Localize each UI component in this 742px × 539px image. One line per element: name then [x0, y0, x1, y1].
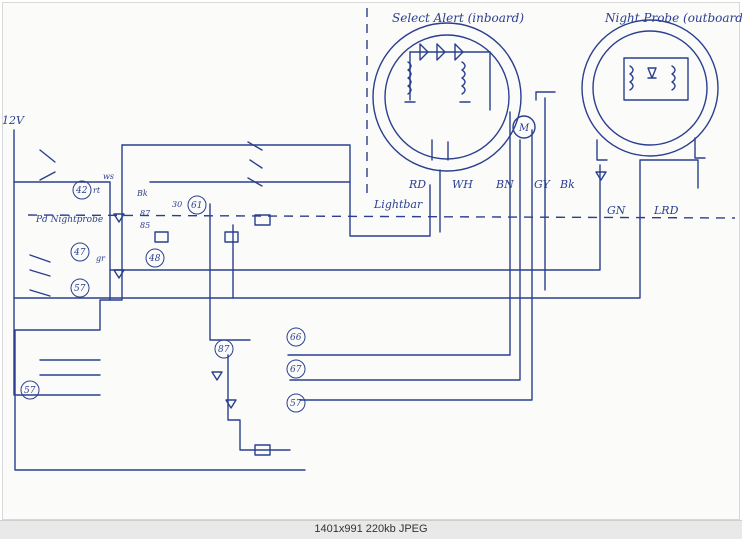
bk-pin-label: Bk — [136, 189, 148, 198]
pd-nightprobe-label: Pd Nightprobe — [35, 215, 103, 225]
supply-label: 12V — [2, 114, 25, 127]
select-alert-lamp — [372, 22, 522, 172]
bn-label: BN — [495, 178, 514, 191]
pin-85-label: 85 — [140, 221, 150, 230]
rt-label: rt — [93, 186, 101, 195]
wh-label: WH — [452, 178, 473, 191]
relay-markers — [20, 180, 306, 413]
rd-label: RD — [408, 178, 426, 191]
select-alert-title: Select Alert (inboard) — [392, 11, 524, 25]
relay-number: 66 — [290, 333, 302, 343]
relay-number: 61 — [191, 201, 202, 211]
dashed-boundary — [27, 8, 736, 219]
bk-label: Bk — [559, 178, 575, 191]
lrd-label: LRD — [653, 204, 679, 217]
relay-number: 67 — [290, 365, 302, 375]
image-info-text: 1401x991 220kb JPEG — [314, 523, 428, 535]
relay-number: 87 — [218, 345, 230, 355]
relay-number: 48 — [148, 254, 161, 264]
motor-label: M — [518, 123, 530, 134]
gy-label: GY — [534, 178, 552, 191]
relay-number: 57 — [290, 399, 302, 409]
pin-87-label: 87 — [140, 209, 151, 218]
gn-label: GN — [607, 204, 626, 217]
pin-30-label: 30 — [172, 200, 182, 209]
motor-symbol — [512, 91, 556, 139]
gr-label: gr — [96, 254, 106, 263]
relay-number: 57 — [24, 386, 36, 396]
relay-number: 57 — [74, 284, 86, 294]
relay-number: 47 — [73, 248, 86, 258]
ws-label: ws — [103, 172, 114, 181]
image-info-bar: 1401x991 220kb JPEG — [0, 520, 742, 539]
wiring-diagram: Select Alert (inboard) Night Probe (outb… — [2, 8, 742, 471]
night-probe-title: Night Probe (outboard) — [604, 11, 742, 25]
lightbar-label: Lightbar — [373, 198, 423, 211]
relay-number: 42 — [75, 186, 88, 196]
night-probe-lamp — [581, 19, 719, 161]
wiring-lines — [13, 97, 699, 471]
wiring-diagram-sheet — [2, 2, 740, 520]
